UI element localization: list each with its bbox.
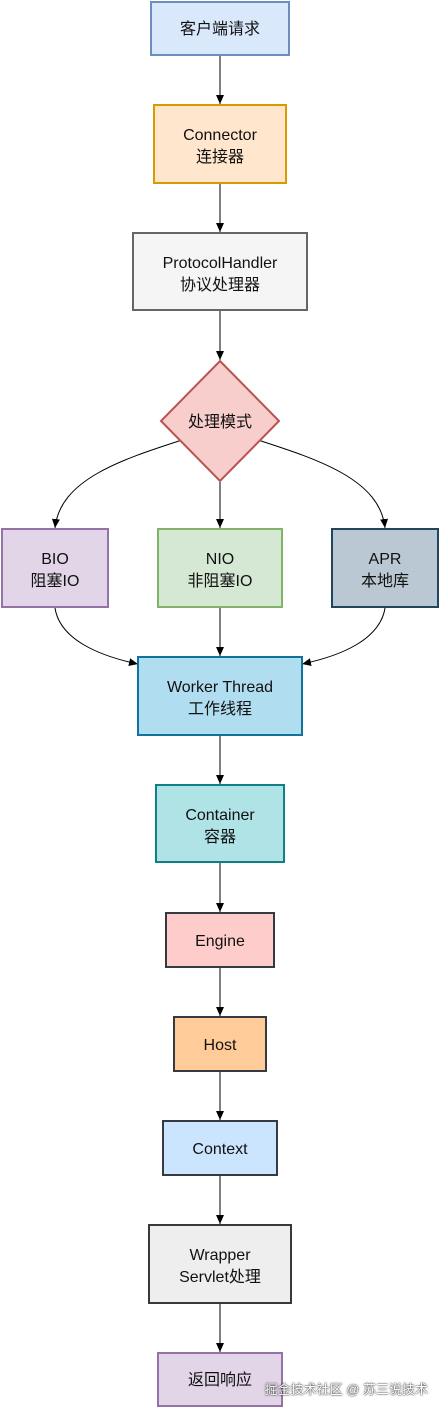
node-protocol-handler-title: ProtocolHandler [163,255,278,272]
edges [51,55,389,1352]
node-connector: Connector 连接器 [153,104,287,184]
node-client-request-label: 客户端请求 [180,20,260,38]
watermark-text: 掘金技术社区 @ 苏三说技术 [264,1382,428,1397]
node-wrapper: Wrapper Servlet处理 [148,1224,292,1304]
node-context: Context [162,1120,278,1176]
node-container-subtitle: 容器 [204,828,236,846]
node-bio-title: BIO [41,551,69,568]
node-connector-subtitle: 连接器 [196,148,244,166]
node-bio-subtitle: 阻塞IO [31,572,80,590]
node-nio-title: NIO [206,551,234,568]
node-apr: APR 本地库 [331,528,439,608]
edge-processing-mode-to-bio [51,439,183,529]
node-return-response: 返回响应 [157,1352,283,1407]
node-protocol-handler: ProtocolHandler 协议处理器 [132,232,308,311]
node-connector-title: Connector [183,127,257,144]
node-worker-thread: Worker Thread 工作线程 [137,656,303,736]
edge-apr-to-worker-thread [301,607,386,667]
node-wrapper-title: Wrapper [189,1247,251,1264]
edge-bio-to-worker-thread [54,607,139,667]
node-worker-thread-title: Worker Thread [167,679,273,696]
node-bio: BIO 阻塞IO [1,528,109,608]
node-container-title: Container [185,807,255,824]
node-client-request: 客户端请求 [150,1,290,56]
node-nio: NIO 非阻塞IO [157,528,283,608]
node-host: Host [173,1016,267,1072]
node-apr-subtitle: 本地库 [361,572,409,590]
node-container: Container 容器 [155,784,285,863]
node-apr-title: APR [369,551,402,568]
edge-processing-mode-to-apr [257,439,389,529]
node-engine-label: Engine [195,933,245,950]
node-host-label: Host [204,1037,237,1054]
node-protocol-handler-subtitle: 协议处理器 [180,276,260,294]
node-engine: Engine [165,912,275,968]
node-worker-thread-subtitle: 工作线程 [188,700,252,718]
node-wrapper-subtitle: Servlet处理 [179,1268,261,1286]
node-nio-subtitle: 非阻塞IO [188,572,253,590]
node-return-response-label: 返回响应 [188,1370,252,1389]
node-context-label: Context [192,1141,248,1158]
node-processing-mode: 处理模式 [159,359,281,483]
node-processing-mode-label: 处理模式 [188,413,252,431]
